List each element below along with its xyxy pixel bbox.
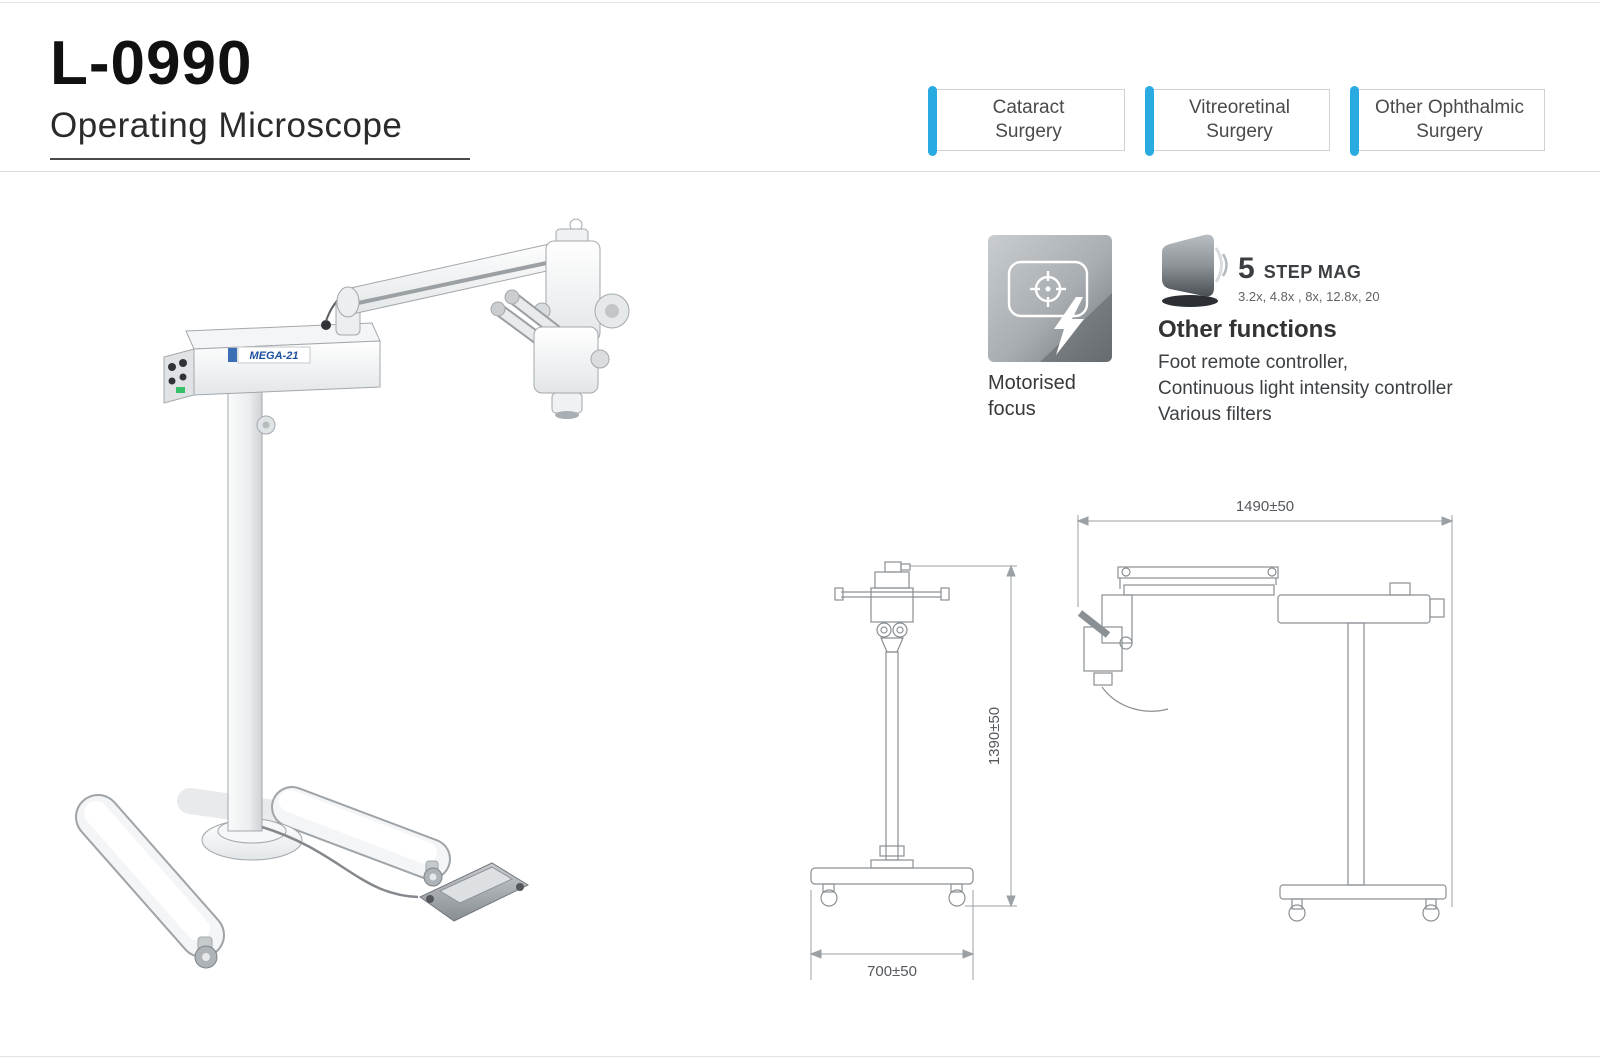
foot-pedal — [419, 862, 530, 922]
suspension-arm — [336, 218, 583, 318]
lightning-icon — [1054, 297, 1084, 355]
page-bottom-border — [0, 1056, 1600, 1057]
tag-cataract-surgery: Cataract Surgery — [928, 86, 1125, 156]
other-functions-line: Foot remote controller, — [1158, 352, 1349, 373]
eyepiece — [490, 301, 506, 317]
motorised-focus-icon — [988, 235, 1112, 362]
brand-label: MEGA-21 — [250, 350, 299, 362]
tag-accent-bar — [1145, 86, 1154, 156]
other-functions-list: Foot remote controller, Continuous light… — [1158, 350, 1453, 427]
other-functions-line: Continuous light intensity controller — [1158, 377, 1453, 399]
motorised-focus-line2: focus — [988, 398, 1036, 420]
model-title: L-0990 — [50, 29, 253, 98]
tag-other-ophthalmic-surgery: Other Ophthalmic Surgery — [1350, 86, 1545, 156]
step-mag-heading: 5 STEP MAG — [1238, 252, 1361, 286]
tag-label-line2: Surgery — [1206, 121, 1273, 142]
step-mag-number: 5 — [1238, 252, 1255, 285]
other-functions-title: Other functions — [1158, 316, 1337, 343]
other-functions-line: Various filters — [1158, 403, 1272, 425]
tag-accent-bar — [1350, 86, 1359, 156]
caster-wheel — [194, 936, 218, 969]
eyepiece — [504, 289, 520, 305]
tag-vitreoretinal-surgery: Vitreoretinal Surgery — [1145, 86, 1330, 156]
tag-label-line1: Cataract — [992, 96, 1065, 118]
motorised-focus-line1: Motorised — [988, 372, 1076, 394]
motorised-focus-label: Motorised focus — [988, 370, 1076, 422]
step-mag-values: 3.2x, 4.8x , 8x, 12.8x, 20 — [1238, 289, 1380, 304]
tag-label-line2: Surgery — [1416, 121, 1483, 142]
surgery-tag-list: Cataract Surgery Vitreoretinal Surgery O… — [928, 86, 1545, 156]
stand-column — [227, 390, 263, 832]
side-view-drawing: 1490±50 — [1076, 498, 1454, 922]
product-subtitle: Operating Microscope — [50, 106, 403, 145]
dimension-base-width-label: 700±50 — [867, 963, 917, 980]
objective-lens — [551, 392, 583, 414]
dimension-arm-span-label: 1490±50 — [1236, 498, 1294, 515]
step-mag-icon — [1162, 234, 1228, 307]
dimension-height-label: 1390±50 — [986, 707, 1003, 765]
microscope-carrier — [533, 228, 630, 342]
tag-accent-bar — [928, 86, 937, 156]
header-divider — [0, 171, 1600, 172]
microscope-head — [490, 289, 610, 419]
tag-label-line1: Other Ophthalmic — [1375, 96, 1524, 118]
power-indicator — [176, 387, 185, 393]
front-view-drawing: 1390±50 700±50 — [809, 561, 1017, 980]
caster-wheel — [423, 860, 443, 887]
pedal-cable — [261, 825, 419, 899]
subtitle-underline: Operating Microscope — [50, 106, 470, 160]
crosshair-icon — [1007, 260, 1089, 318]
page-top-border — [0, 2, 1600, 3]
step-mag-label: STEP MAG — [1263, 262, 1362, 282]
dimension-lines — [809, 564, 1017, 980]
dimension-lines — [1076, 515, 1454, 907]
tag-label-line2: Surgery — [995, 121, 1062, 142]
tag-label-line1: Vitreoretinal — [1188, 96, 1291, 118]
product-photo: MEGA-21 — [75, 218, 630, 969]
